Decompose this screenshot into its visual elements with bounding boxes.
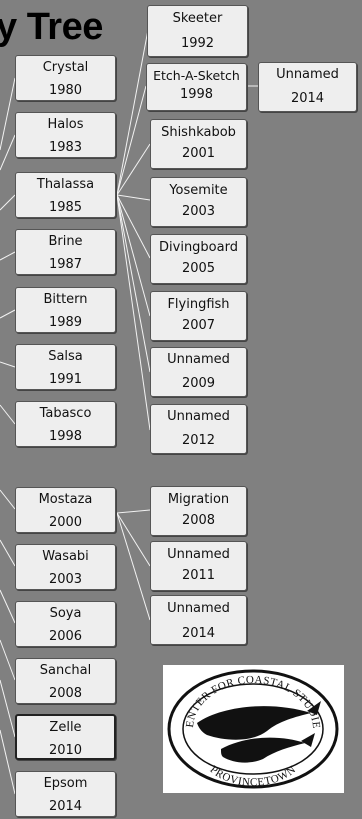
center-for-coastal-studies-logo: CENTER FOR COASTAL STUDIES PROVINCETOWN xyxy=(159,656,344,793)
node-name: Brine xyxy=(48,234,83,249)
whale-seal-icon: CENTER FOR COASTAL STUDIES PROVINCETOWN xyxy=(159,656,339,789)
node-name: Bittern xyxy=(43,292,88,307)
node-unnamed-2014-mostaza[interactable]: Unnamed 2014 xyxy=(150,595,247,645)
node-wasabi[interactable]: Wasabi 2003 xyxy=(15,544,116,590)
node-name: Tabasco xyxy=(39,406,92,421)
node-year: 1980 xyxy=(48,83,83,98)
node-year: 1985 xyxy=(48,200,83,215)
node-skeeter[interactable]: Skeeter 1992 xyxy=(147,5,248,57)
node-year: 2003 xyxy=(48,572,83,587)
node-migration[interactable]: Migration 2008 xyxy=(150,486,247,536)
node-year: 1998 xyxy=(48,429,83,444)
node-name: Unnamed xyxy=(276,67,339,82)
node-year: 1987 xyxy=(48,257,83,272)
node-name: Etch-A-Sketch xyxy=(153,68,240,83)
node-year: 2005 xyxy=(181,261,216,276)
node-thalassa[interactable]: Thalassa 1985 xyxy=(15,172,116,218)
node-year: 2007 xyxy=(181,318,216,333)
node-name: Unnamed xyxy=(167,601,230,616)
node-name: Shishkabob xyxy=(161,125,236,140)
node-name: Skeeter xyxy=(172,11,223,26)
node-name: Halos xyxy=(47,117,84,132)
node-name: Crystal xyxy=(42,60,89,75)
node-year: 2000 xyxy=(48,515,83,530)
node-year: 1991 xyxy=(48,372,83,387)
node-flyingfish[interactable]: Flyingfish 2007 xyxy=(150,291,247,341)
node-salsa[interactable]: Salsa 1991 xyxy=(15,344,116,390)
node-year: 2003 xyxy=(181,204,216,219)
node-epsom[interactable]: Epsom 2014 xyxy=(15,771,116,817)
node-unnamed-2012[interactable]: Unnamed 2012 xyxy=(150,404,247,454)
node-year: 2014 xyxy=(48,799,83,814)
node-tabasco[interactable]: Tabasco 1998 xyxy=(15,401,116,447)
node-name: Yosemite xyxy=(169,183,228,198)
node-zelle[interactable]: Zelle 2010 xyxy=(15,714,116,760)
node-name: Wasabi xyxy=(42,549,89,564)
node-name: Thalassa xyxy=(36,177,95,192)
node-year: 2008 xyxy=(181,513,216,528)
page-title: y Tree xyxy=(0,6,103,48)
node-mostaza[interactable]: Mostaza 2000 xyxy=(15,487,116,533)
node-year: 2008 xyxy=(48,686,83,701)
node-year: 2014 xyxy=(290,91,325,106)
node-shishkabob[interactable]: Shishkabob 2001 xyxy=(150,119,247,169)
node-unnamed-2014-etch[interactable]: Unnamed 2014 xyxy=(258,62,357,112)
node-yosemite[interactable]: Yosemite 2003 xyxy=(150,177,247,227)
node-year: 2010 xyxy=(48,743,83,758)
node-year: 1989 xyxy=(48,315,83,330)
node-name: Sanchal xyxy=(39,663,92,678)
node-year: 2009 xyxy=(181,376,216,391)
node-year: 2001 xyxy=(181,146,216,161)
node-year: 2011 xyxy=(181,568,216,583)
node-year: 1983 xyxy=(48,140,83,155)
node-name: Migration xyxy=(167,492,230,507)
node-sanchal[interactable]: Sanchal 2008 xyxy=(15,658,116,704)
node-year: 1992 xyxy=(180,36,215,51)
node-name: Zelle xyxy=(49,720,82,735)
node-crystal[interactable]: Crystal 1980 xyxy=(15,55,116,101)
node-etch-a-sketch[interactable]: Etch-A-Sketch 1998 xyxy=(146,63,247,111)
node-unnamed-2009[interactable]: Unnamed 2009 xyxy=(150,347,247,397)
node-year: 2012 xyxy=(181,433,216,448)
node-unnamed-2011[interactable]: Unnamed 2011 xyxy=(150,541,247,591)
node-brine[interactable]: Brine 1987 xyxy=(15,229,116,275)
node-name: Unnamed xyxy=(167,352,230,367)
node-name: Divingboard xyxy=(159,240,238,255)
node-name: Unnamed xyxy=(167,547,230,562)
node-year: 2006 xyxy=(48,629,83,644)
node-name: Unnamed xyxy=(167,409,230,424)
node-name: Salsa xyxy=(48,349,83,364)
node-year: 1998 xyxy=(179,87,214,102)
node-name: Soya xyxy=(49,606,82,621)
node-soya[interactable]: Soya 2006 xyxy=(15,601,116,647)
node-year: 2014 xyxy=(181,626,216,641)
node-bittern[interactable]: Bittern 1989 xyxy=(15,287,116,333)
node-name: Mostaza xyxy=(38,492,93,507)
node-name: Flyingfish xyxy=(167,297,230,312)
node-name: Epsom xyxy=(43,776,88,791)
node-halos[interactable]: Halos 1983 xyxy=(15,112,116,158)
node-divingboard[interactable]: Divingboard 2005 xyxy=(150,234,247,284)
